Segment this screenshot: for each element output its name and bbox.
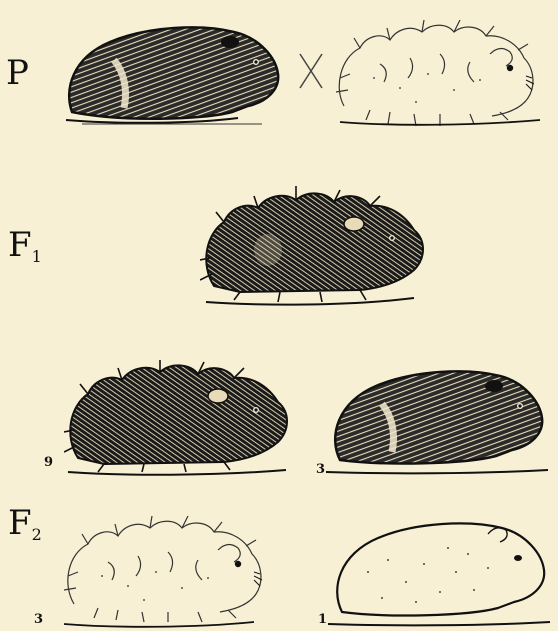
ratio-smooth-dark: 3 (316, 462, 325, 477)
cross-symbol-icon (297, 52, 325, 90)
guinea-pig-rough-white-parent (330, 14, 552, 132)
guinea-pig-rough-dark-f1 (200, 178, 432, 308)
generation-label-f2: F2 (8, 506, 42, 543)
guinea-pig-rough-dark-f2 (64, 356, 296, 478)
guinea-pig-smooth-dark-parent (62, 20, 292, 132)
ratio-rough-dark: 9 (44, 455, 53, 470)
guinea-pig-smooth-dark-f2 (326, 360, 552, 478)
guinea-pig-rough-white-f2 (54, 506, 286, 630)
ratio-smooth-white: 1 (318, 612, 327, 627)
generation-label-f1: F1 (8, 228, 42, 265)
ratio-rough-white: 3 (34, 612, 43, 627)
generation-label-p: P (6, 56, 29, 90)
guinea-pig-smooth-white-f2 (328, 512, 554, 630)
